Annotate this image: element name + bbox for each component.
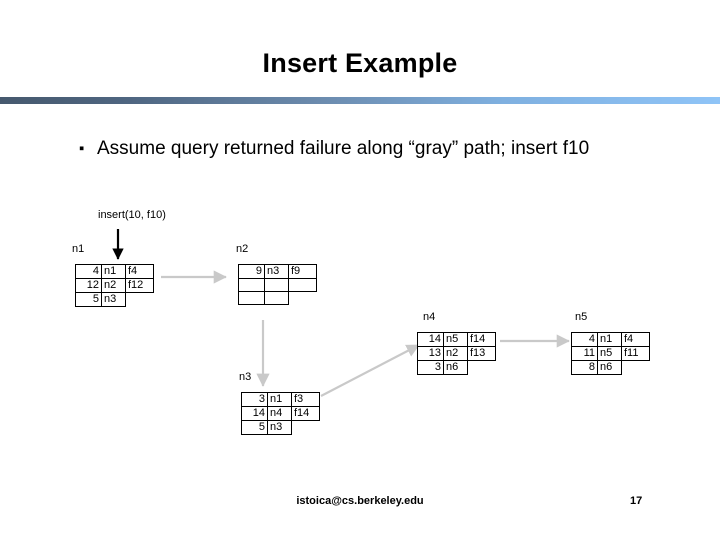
table-row xyxy=(238,278,317,292)
table-row: 5 n3 xyxy=(75,292,154,307)
cell-node: n3 xyxy=(267,420,292,435)
table-row: 3 n1 f3 xyxy=(241,392,320,407)
cell-file: f14 xyxy=(291,406,320,421)
table-row: 9 n3 f9 xyxy=(238,264,317,279)
cell-node xyxy=(264,291,289,305)
table-row xyxy=(238,291,317,305)
page-title: Insert Example xyxy=(262,48,458,78)
table-row: 3 n6 xyxy=(417,360,496,375)
table-row: 11 n5 f11 xyxy=(571,346,650,361)
table-row: 8 n6 xyxy=(571,360,650,375)
cell-key: 8 xyxy=(571,360,598,375)
cell-key xyxy=(238,291,265,305)
node-label-n1: n1 xyxy=(72,243,85,255)
cell-key: 4 xyxy=(571,332,598,347)
cell-node xyxy=(264,278,289,292)
table-row: 13 n2 f13 xyxy=(417,346,496,361)
cell-key: 5 xyxy=(241,420,268,435)
cell-key: 4 xyxy=(75,264,102,279)
cell-key xyxy=(238,278,265,292)
insert-operation-label: insert(10, f10) xyxy=(98,209,166,221)
cell-key: 3 xyxy=(417,360,444,375)
node-label-n5: n5 xyxy=(575,311,588,323)
divider-bar xyxy=(0,97,720,104)
finger-table-n3: 3 n1 f3 14 n4 f14 5 n3 xyxy=(241,392,320,435)
table-row: 12 n2 f12 xyxy=(75,278,154,293)
cell-node: n2 xyxy=(101,278,126,293)
cell-node: n3 xyxy=(264,264,289,279)
cell-node: n1 xyxy=(101,264,126,279)
finger-table-n1: 4 n1 f4 12 n2 f12 5 n3 xyxy=(75,264,154,307)
table-row: 14 n4 f14 xyxy=(241,406,320,421)
cell-file: f12 xyxy=(125,278,154,293)
cell-key: 11 xyxy=(571,346,598,361)
cell-node: n4 xyxy=(267,406,292,421)
cell-key: 14 xyxy=(241,406,268,421)
cell-file: f3 xyxy=(291,392,320,407)
cell-node: n1 xyxy=(267,392,292,407)
cell-node: n5 xyxy=(597,346,622,361)
cell-key: 14 xyxy=(417,332,444,347)
cell-file: f4 xyxy=(125,264,154,279)
node-label-n2: n2 xyxy=(236,243,249,255)
cell-key: 3 xyxy=(241,392,268,407)
cell-key: 9 xyxy=(238,264,265,279)
footer-email: istoica@cs.berkeley.edu xyxy=(296,495,424,507)
cell-file: f9 xyxy=(288,264,317,279)
table-row: 4 n1 f4 xyxy=(571,332,650,347)
node-label-n3: n3 xyxy=(239,371,252,383)
cell-node: n6 xyxy=(597,360,622,375)
cell-node: n3 xyxy=(101,292,126,307)
cell-key: 12 xyxy=(75,278,102,293)
cell-node: n1 xyxy=(597,332,622,347)
table-row: 4 n1 f4 xyxy=(75,264,154,279)
table-row: 14 n5 f14 xyxy=(417,332,496,347)
cell-file: f13 xyxy=(467,346,496,361)
table-row: 5 n3 xyxy=(241,420,320,435)
cell-file: f14 xyxy=(467,332,496,347)
bullet-text: Assume query returned failure along “gra… xyxy=(97,138,590,159)
arrow-n3-to-n4 xyxy=(320,344,420,397)
bullet-marker-icon: ▪ xyxy=(79,140,85,157)
finger-table-n2: 9 n3 f9 xyxy=(238,264,317,305)
cell-node: n6 xyxy=(443,360,468,375)
cell-key: 5 xyxy=(75,292,102,307)
cell-file: f11 xyxy=(621,346,650,361)
node-label-n4: n4 xyxy=(423,311,436,323)
cell-key: 13 xyxy=(417,346,444,361)
cell-file: f4 xyxy=(621,332,650,347)
cell-node: n2 xyxy=(443,346,468,361)
cell-node: n5 xyxy=(443,332,468,347)
cell-file xyxy=(288,278,317,292)
finger-table-n5: 4 n1 f4 11 n5 f11 8 n6 xyxy=(571,332,650,375)
bullet-item: ▪ Assume query returned failure along “g… xyxy=(76,136,656,162)
footer-page-number: 17 xyxy=(630,495,643,507)
finger-table-n4: 14 n5 f14 13 n2 f13 3 n6 xyxy=(417,332,496,375)
